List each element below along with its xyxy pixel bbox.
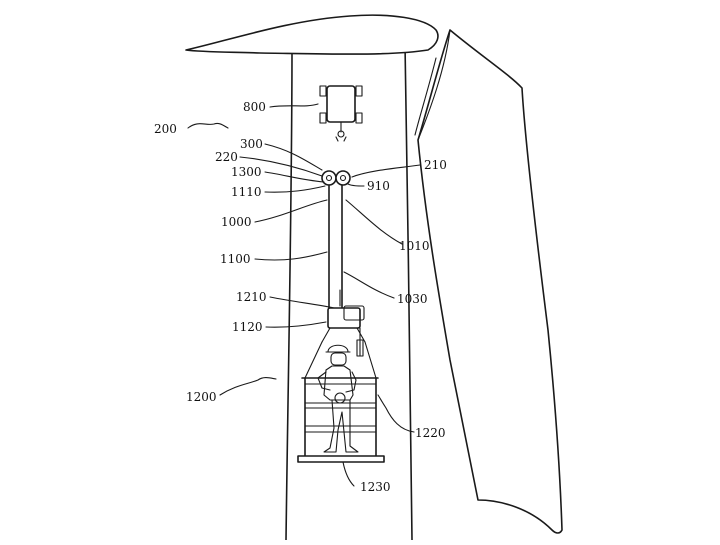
label-1010: 1010 <box>399 239 430 253</box>
label-1110: 1110 <box>231 185 262 199</box>
device-800 <box>320 86 362 141</box>
label-910: 910 <box>367 179 390 193</box>
label-1120: 1120 <box>232 320 263 334</box>
label-1200: 1200 <box>186 390 217 404</box>
label-210: 210 <box>424 158 447 172</box>
label-300: 300 <box>240 137 263 151</box>
label-220: 220 <box>215 150 238 164</box>
label-1100: 1100 <box>220 252 251 266</box>
label-200: 200 <box>154 122 177 136</box>
reference-labels: 200 800 300 220 1300 1110 1000 1100 1210… <box>154 100 447 494</box>
label-1300: 1300 <box>231 165 262 179</box>
label-1210: 1210 <box>236 290 267 304</box>
label-1000: 1000 <box>221 215 252 229</box>
blade <box>415 30 562 533</box>
label-1230: 1230 <box>360 480 391 494</box>
pulleys <box>322 171 350 185</box>
label-1030: 1030 <box>397 292 428 306</box>
nacelle-cover <box>186 15 438 54</box>
label-1220: 1220 <box>415 426 446 440</box>
worker <box>318 345 358 452</box>
label-800: 800 <box>243 100 266 114</box>
ropes <box>329 185 342 318</box>
